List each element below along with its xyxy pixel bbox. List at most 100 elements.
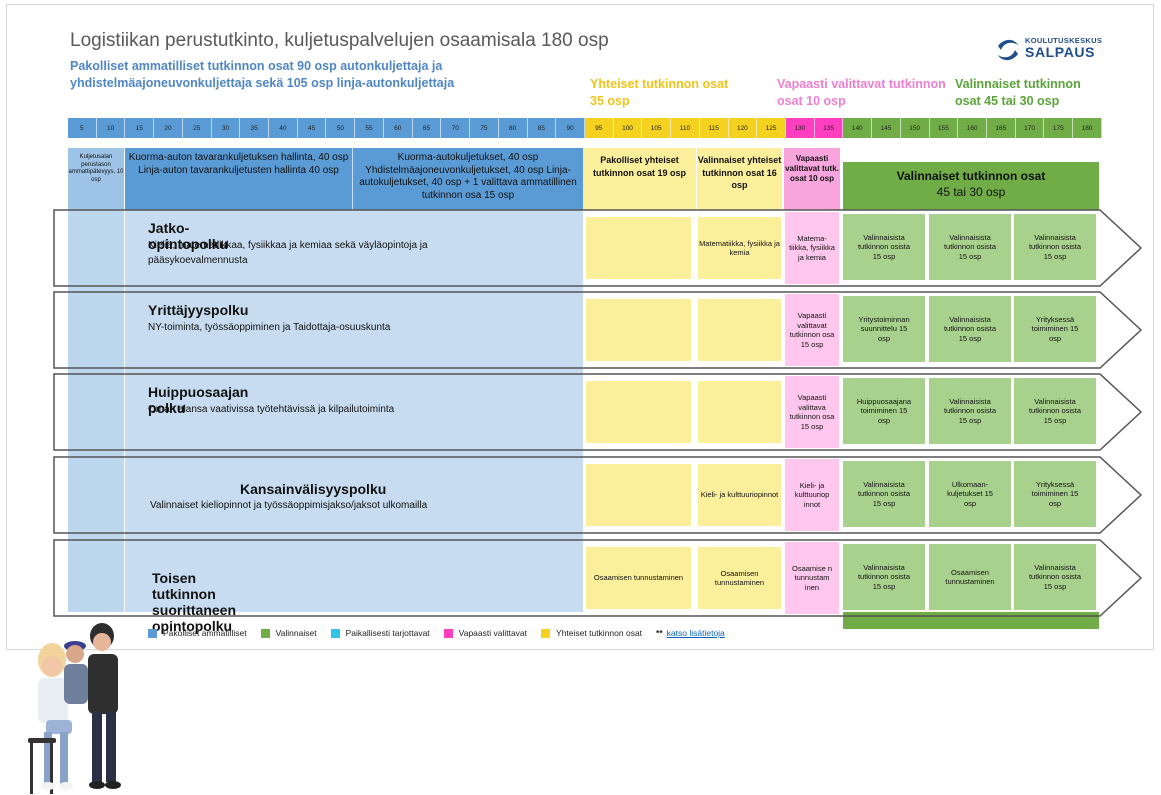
optional-unit-card: Valinnaisista tutkinnon osista 15 osp (1013, 213, 1097, 281)
header-common: Yhteiset tutkinnon osat 35 osp (590, 76, 740, 110)
osp-tick: 105 (642, 118, 671, 138)
optional-unit-card: Valinnaisista tutkinnon osista 15 osp (1013, 543, 1097, 611)
osp-tick: 140 (843, 118, 872, 138)
optional-unit-card: Yrityksessä toimiminen 15 osp (1013, 460, 1097, 528)
optional-unit-card: Osaamisen tunnustaminen (928, 543, 1012, 611)
optional-unit-card: Yrityksessä toimiminen 15 osp (1013, 295, 1097, 363)
osp-tick: 15 (125, 118, 154, 138)
block-common-optional: Valinnaiset yhteiset tutkinnon osat 16 o… (697, 148, 782, 210)
common-optional-card: Matematiikka, fysiikka ja kemia (697, 216, 782, 280)
free-choice-card: Vapaasti valittavat tutkinnon osa 15 osp (785, 294, 839, 366)
free-choice-card: Kieli- ja kulttuuriop innot (785, 459, 839, 531)
block-free-choice: Vapaasti valittavat tutk. osat 10 osp (784, 148, 840, 210)
pathway-description: Kieliä, matematiikkaa, fysiikkaa ja kemi… (148, 238, 468, 268)
legend-item: Yhteiset tutkinnon osat (541, 628, 642, 638)
header-mandatory: Pakolliset ammatilliset tutkinnon osat 9… (70, 58, 470, 92)
osp-tick: 135 (815, 118, 844, 138)
pathway-title: Kansainvälisyyspolku (240, 481, 386, 497)
logo-main-text: SALPAUS (1025, 44, 1095, 60)
common-unit-card (585, 463, 692, 527)
osp-tick: 55 (355, 118, 384, 138)
osp-tick: 20 (154, 118, 183, 138)
block-common-mandatory: Pakolliset yhteiset tutkinnon osat 19 os… (583, 148, 696, 210)
block-optional-title: Valinnaiset tutkinnon osat (843, 168, 1099, 184)
osp-tick: 90 (556, 118, 585, 138)
students-photo (20, 620, 130, 795)
osp-tick: 150 (901, 118, 930, 138)
legend-swatch (261, 629, 270, 638)
osp-tick: 160 (958, 118, 987, 138)
block-optional-credits: 45 tai 30 osp (843, 184, 1099, 200)
free-choice-card: Matema-tiikka, fysiikka ja kemia (785, 212, 839, 284)
salpaus-logo: KOULUTUSKESKUS SALPAUS (995, 36, 1105, 66)
legend-label: Paikallisesti tarjottavat (346, 628, 430, 638)
legend-items: Pakolliset ammatilliset Valinnaiset Paikal… (148, 628, 656, 638)
salpaus-logo-icon (995, 37, 1021, 63)
osp-tick: 180 (1073, 118, 1102, 138)
block-transport-units: Kuorma-autokuljetukset, 40 osp Yhdistelm… (353, 148, 583, 210)
pathway-description: Oman alansa vaativissa työtehtävissä ja … (148, 402, 468, 417)
osp-tick: 165 (987, 118, 1016, 138)
optional-unit-card: Valinnaisista tutkinnon osista 15 osp (928, 213, 1012, 281)
header-free-choice: Vapaasti valittavat tutkinnon osat 10 os… (777, 76, 957, 110)
osp-tick: 5 (68, 118, 97, 138)
osp-tick: 10 (97, 118, 126, 138)
block-truck-bus-freight: Kuorma-auton tavarankuljetuksen hallinta… (125, 148, 352, 210)
optional-unit-card: Yritystoiminnan suunnittelu 15 osp (842, 295, 926, 363)
column-mandatory (125, 148, 583, 612)
optional-unit-card: Valinnaisista tutkinnon osista 15 osp (928, 377, 1012, 445)
osp-tick: 115 (700, 118, 729, 138)
optional-unit-card: Valinnaisista tutkinnon osista 15 osp (842, 460, 926, 528)
osp-tick: 75 (470, 118, 499, 138)
osp-tick: 155 (930, 118, 959, 138)
optional-unit-card: Valinnaisista tutkinnon osista 15 osp (842, 213, 926, 281)
optional-unit-card: Huippuosaajana toimiminen 15 osp (842, 377, 926, 445)
osp-tick: 70 (441, 118, 470, 138)
common-unit-card: Osaamisen tunnustaminen (585, 546, 692, 610)
legend-swatch (444, 629, 453, 638)
osp-tick: 60 (384, 118, 413, 138)
optional-unit-card: Valinnaisista tutkinnon osista 15 osp (1013, 377, 1097, 445)
osp-tick: 145 (872, 118, 901, 138)
common-optional-card (697, 298, 782, 362)
common-optional-card: Osaamisen tunnustaminen (697, 546, 782, 610)
optional-footer-bar (843, 612, 1099, 629)
legend-label: Vapaasti valittavat (459, 628, 527, 638)
osp-tick: 45 (298, 118, 327, 138)
legend-item: Pakolliset ammatilliset (148, 628, 247, 638)
pathway-title: Toisen tutkinnon suorittaneen opintopolk… (152, 570, 236, 634)
page-title: Logistiikan perustutkinto, kuljetuspalve… (70, 30, 609, 52)
osp-tick: 80 (499, 118, 528, 138)
legend: Pakolliset ammatilliset Valinnaiset Paikal… (148, 628, 725, 638)
legend-swatch (331, 629, 340, 638)
column-basic (68, 148, 124, 612)
pathway-description: NY-toiminta, työssäoppiminen ja Taidotta… (148, 320, 468, 335)
legend-label: Valinnaiset (276, 628, 317, 638)
osp-tick: 25 (183, 118, 212, 138)
osp-tick: 175 (1044, 118, 1073, 138)
block-optional-units: Valinnaiset tutkinnon osat 45 tai 30 osp (843, 162, 1099, 210)
block-basic-qualification: Kuljetusalan perustason ammattipätevyys,… (68, 148, 124, 210)
osp-tick: 30 (212, 118, 241, 138)
free-choice-card: Osaamise n tunnustam inen (785, 542, 839, 614)
osp-tick: 65 (413, 118, 442, 138)
osp-tick: 100 (614, 118, 643, 138)
legend-item: Vapaasti valittavat (444, 628, 527, 638)
osp-tick: 130 (786, 118, 815, 138)
common-unit-card (585, 380, 692, 444)
legend-swatch (541, 629, 550, 638)
common-unit-card (585, 298, 692, 362)
osp-tick: 95 (585, 118, 614, 138)
pathway-title: Yrittäjyyspolku (148, 302, 248, 318)
more-info-link[interactable]: katso lisätietoja (667, 628, 725, 638)
legend-item: Paikallisesti tarjottavat (331, 628, 430, 638)
common-unit-card (585, 216, 692, 280)
free-choice-card: Vapaasti valittava tutkinnon osa 15 osp (785, 376, 839, 448)
osp-tick: 40 (269, 118, 298, 138)
pathway-description: Valinnaiset kieliopinnot ja työssäoppimi… (150, 498, 470, 513)
common-optional-card (697, 380, 782, 444)
osp-tick: 170 (1016, 118, 1045, 138)
optional-unit-card: Valinnaisista tutkinnon osista 15 osp (842, 543, 926, 611)
optional-unit-card: Valinnaisista tutkinnon osista 15 osp (928, 295, 1012, 363)
